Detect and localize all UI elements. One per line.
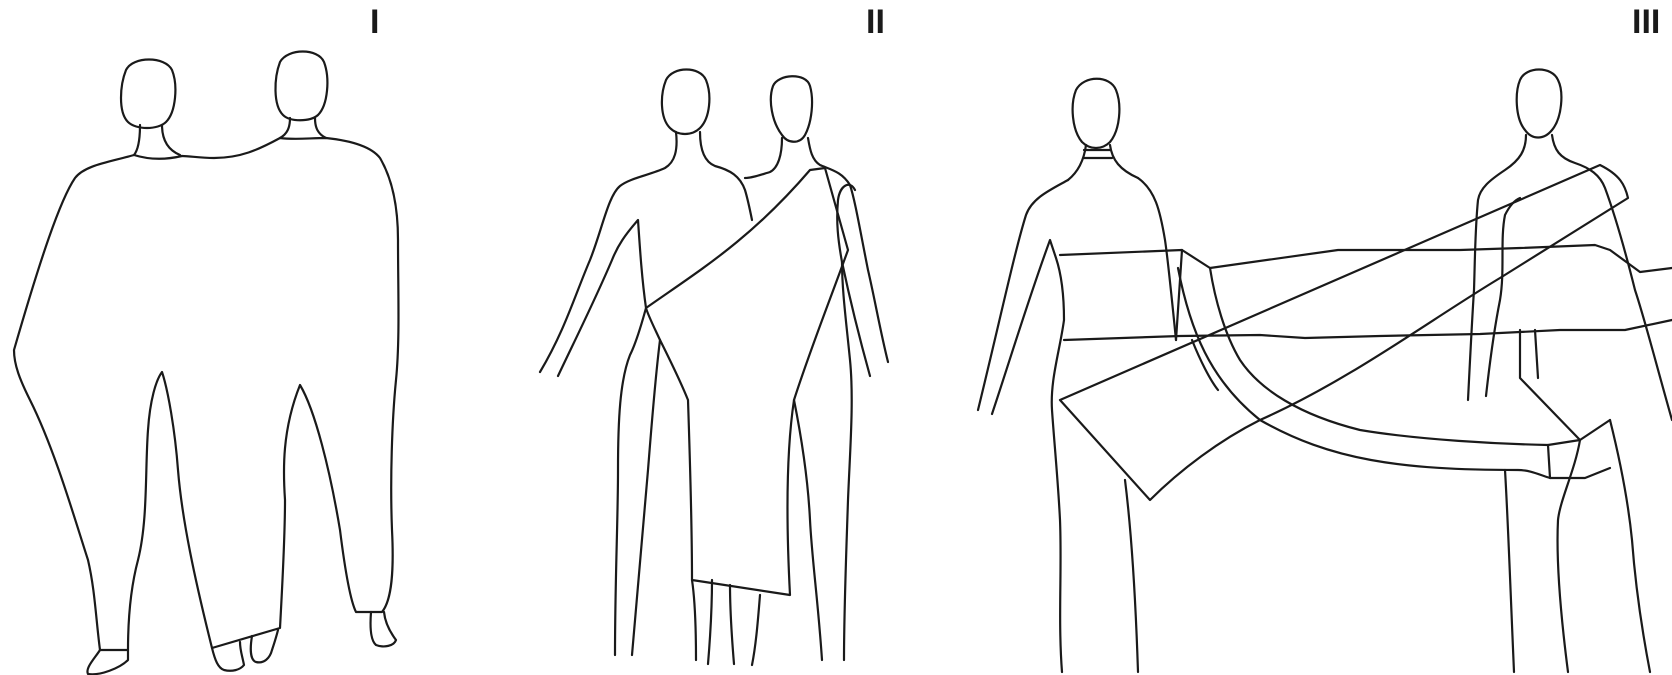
leg-2 [692,580,696,660]
drape-shawl [646,168,848,595]
figure-left-shoulder-right [1138,178,1176,340]
figure-left-shoulder-right [700,132,752,220]
panel-i: I [0,0,420,675]
figure-right-legs [1505,420,1650,672]
leg-4 [730,585,734,664]
figure-right-waist [1520,330,1580,440]
foot-1 [87,650,128,674]
figure-left-neck [134,125,182,159]
figure-left-head [1073,79,1120,148]
figure-right-arm-inner [1486,198,1520,396]
panel-iii-drawing [960,0,1672,675]
figure-right-head [275,52,327,121]
shared-cloak-outline [14,138,399,650]
legs-left-outer [632,340,660,655]
figure-left-neck [1068,145,1138,180]
panel-i-drawing [0,0,420,675]
cloth-band-lower [1064,320,1672,340]
legs-right-inner [794,400,822,660]
leg-3 [708,580,712,664]
figure-left-head [662,70,709,135]
panel-ii-drawing [520,0,920,675]
figure-left-leg-right [1125,480,1138,672]
leg-5 [752,595,760,665]
figure-left-arm-inner [558,220,646,655]
cloth-diagonal-band [1060,165,1628,500]
figure-left-head [121,60,175,129]
cloth-sash [1178,268,1550,478]
panel-ii: II [520,0,920,675]
foot-4 [371,612,396,646]
figure-right-head [1517,70,1562,138]
figure-left-body [540,132,677,372]
figure-right-head [771,76,812,142]
figure-right-body [745,138,888,362]
panel-iii: III [960,0,1672,675]
legs-right-outer [842,262,852,660]
cloth-band-left-end [1176,250,1218,390]
